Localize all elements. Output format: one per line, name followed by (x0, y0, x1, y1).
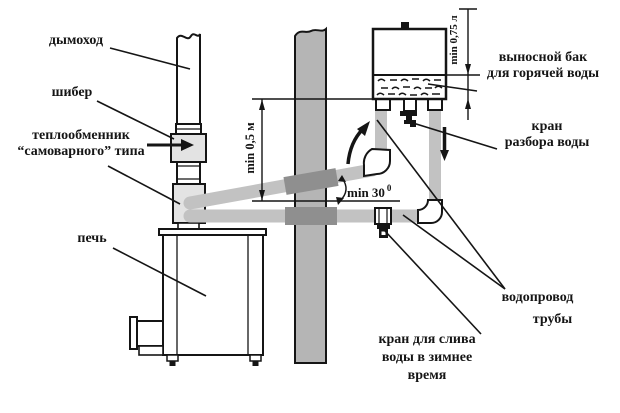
pipe-angle-degree-sign: 0 (386, 183, 392, 193)
dimension-tank-reserve (465, 9, 471, 120)
elbow-lower (417, 199, 443, 224)
chimney-label: дымоход (48, 33, 104, 48)
drain-valve-label-line2: воды в зимнее (381, 350, 473, 365)
damper-arrow-icon (147, 139, 194, 151)
stove-legs (166, 354, 262, 366)
tank-label-line2: для горячей воды (486, 66, 600, 81)
draw-off-tap-label-line2: разбора воды (504, 135, 590, 150)
dimension-tank-reserve-label: min 0,75 л (448, 15, 460, 65)
water-pipes-label-line1: водопровод (501, 290, 574, 305)
heat-exchanger-label-line2: “самоварного” типа (17, 144, 145, 159)
wall-sleeves (283, 168, 339, 225)
angle-arc (336, 175, 347, 205)
pipe-angle-value: min 30 (347, 185, 385, 200)
tank-label: выносной бак для горячей воды (468, 50, 618, 82)
stove (129, 228, 267, 366)
draw-off-tap-label-line1: кран (531, 119, 563, 134)
pipe-joint (176, 161, 201, 185)
elbow-upper (362, 147, 391, 178)
drain-valve (374, 207, 392, 238)
tap-draw-off (400, 98, 417, 127)
dimension-riser-height-label: min 0,5 м (243, 122, 257, 174)
drain-valve-label: кран для слива воды в зимнее время (357, 331, 497, 385)
leader-lines (96, 47, 506, 335)
heat-exchanger-label-line1: теплообменник (32, 128, 130, 143)
flow-down-arrow-icon (440, 127, 449, 161)
heat-exchanger-label: теплообменник “самоварного” типа (0, 128, 162, 160)
drain-valve-label-line3: время (407, 368, 447, 383)
tank-lid-knob (401, 22, 409, 29)
damper-housing (170, 133, 207, 163)
water-pipes-label-line2: трубы (532, 312, 573, 327)
flow-up-arrow-icon (346, 121, 370, 165)
drain-valve-label-line1: кран для слива (378, 332, 476, 347)
tank-label-line1: выносной бак (498, 50, 588, 65)
wall (294, 26, 327, 364)
damper-label: шибер (51, 85, 93, 100)
dimension-riser-height (259, 99, 265, 201)
chimney-pipe (175, 33, 202, 135)
draw-off-tap-label: кран разбора воды (472, 119, 620, 151)
tank (371, 22, 448, 127)
stove-label: печь (77, 231, 107, 246)
firebox-door (129, 316, 164, 356)
water-hatching (376, 78, 443, 96)
